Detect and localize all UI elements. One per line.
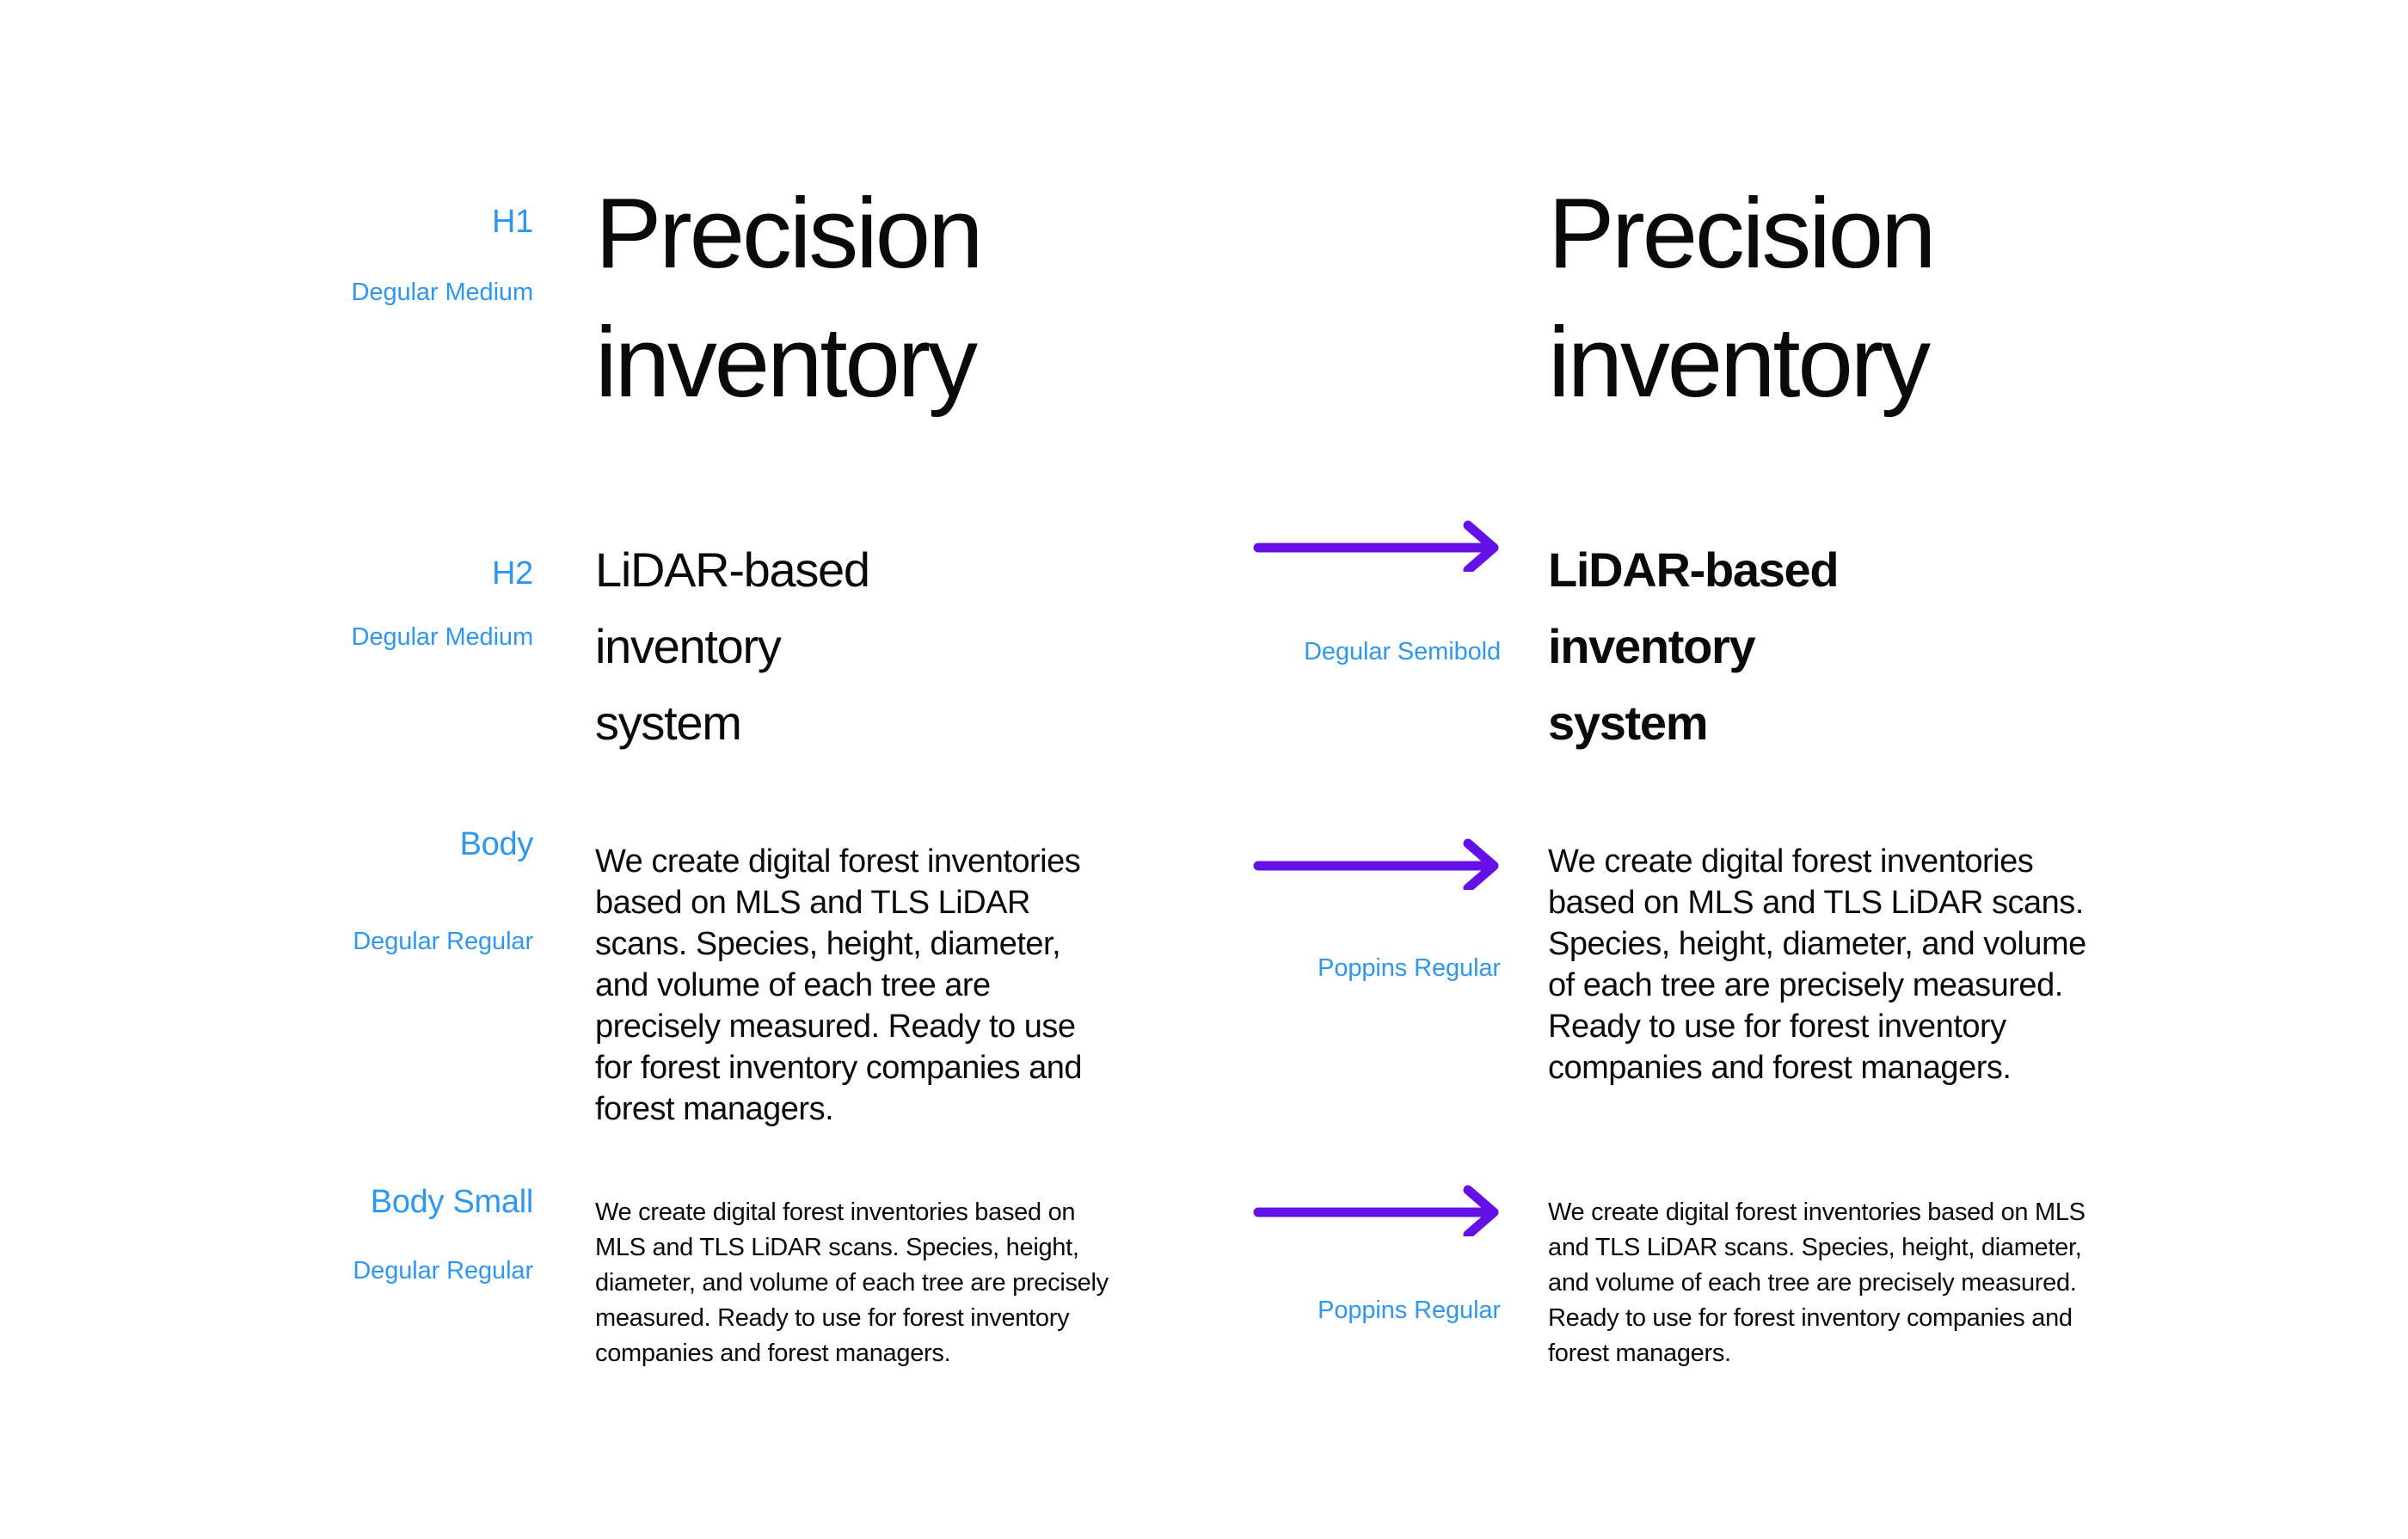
arrow-right-icon-body <box>1253 838 1502 890</box>
specimen-left-h2: LiDAR-based inventory system <box>595 543 870 750</box>
font-label-left-body-small: Degular Regular <box>353 1257 533 1285</box>
specimen-right-h1: Precision inventory <box>1548 177 1936 418</box>
style-label-group-h1: H1 Degular Medium <box>52 203 534 308</box>
arrow-right-icon-h2 <box>1253 520 1502 572</box>
specimen-left-body-small: We create digital forest inventories bas… <box>595 1199 1109 1367</box>
spec-row-body-small: Body Small Degular Regular We create dig… <box>0 1161 2408 1453</box>
specimen-right-h2: LiDAR-based inventory system <box>1548 543 1840 750</box>
specimen-right-body-small: We create digital forest inventories bas… <box>1548 1199 2086 1367</box>
font-label-right-body-small: Poppins Regular <box>1318 1297 1501 1324</box>
font-label-right-h2: Degular Semibold <box>1304 638 1501 665</box>
style-name-h2: H2 <box>492 555 533 592</box>
specimen-left-body: We create digital forest inventories bas… <box>595 843 1082 1127</box>
font-label-left-h1: Degular Medium <box>351 279 533 306</box>
font-label-left-body: Degular Regular <box>353 928 533 955</box>
specimen-left-h1: Precision inventory <box>595 177 983 418</box>
style-label-group-body-small: Body Small Degular Regular <box>52 1183 533 1286</box>
arrow-right-icon-body-small <box>1253 1185 1502 1236</box>
spec-row-h1: H1 Degular Medium Precision inventory Pr… <box>0 0 2408 481</box>
style-name-body: Body <box>459 826 534 862</box>
spec-row-body: Body Degular Regular We create digital f… <box>0 825 2408 1161</box>
font-label-right-body: Poppins Regular <box>1318 954 1501 982</box>
style-label-group-body: Body Degular Regular <box>52 825 533 957</box>
style-name-body-small: Body Small <box>370 1184 534 1220</box>
specimen-right-body: We create digital forest inventories bas… <box>1548 843 2086 1086</box>
font-label-left-h2: Degular Medium <box>351 623 533 651</box>
style-label-group-h2: H2 Degular Medium <box>52 555 534 653</box>
spec-row-h2: H2 Degular Medium LiDAR-based inventory … <box>0 481 2408 825</box>
style-name-h1: H1 <box>492 204 533 240</box>
